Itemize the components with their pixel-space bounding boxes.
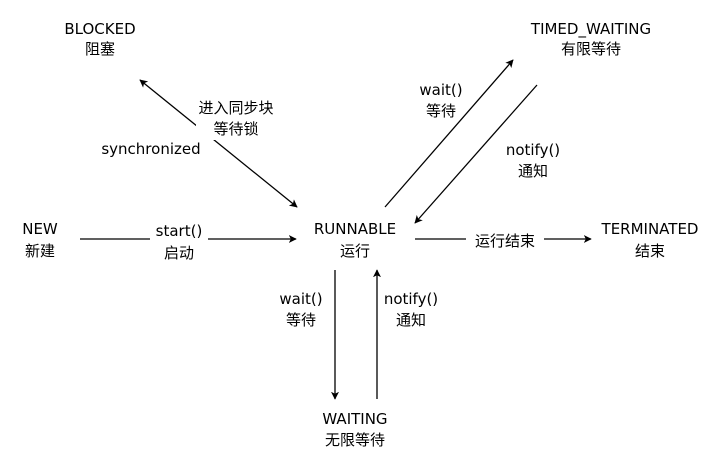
state-label: 结束 bbox=[635, 242, 665, 260]
label-line1: notify() bbox=[506, 141, 560, 159]
state-blocked: BLOCKED 阻塞 bbox=[64, 20, 135, 58]
state-label: 运行 bbox=[340, 242, 370, 260]
label-line2: 等待 bbox=[426, 102, 456, 120]
state-label: 阻塞 bbox=[85, 40, 115, 58]
label-text: 运行结束 bbox=[475, 232, 535, 250]
state-name: RUNNABLE bbox=[314, 220, 396, 238]
label-line1: start() bbox=[156, 222, 203, 240]
label-notify: notify() 通知 bbox=[384, 290, 438, 329]
label-line1: wait() bbox=[279, 290, 322, 308]
state-runnable: RUNNABLE 运行 bbox=[314, 220, 396, 260]
label-line2: 等待 bbox=[286, 311, 316, 329]
state-label: 新建 bbox=[25, 242, 55, 260]
label-line1: wait() bbox=[419, 81, 462, 99]
label-line1: notify() bbox=[384, 290, 438, 308]
label-timed-notify: notify() 通知 bbox=[500, 138, 566, 180]
label-line1: 进入同步块 bbox=[198, 99, 273, 117]
arrow-runnable-timed-waiting bbox=[384, 59, 514, 208]
state-name: TERMINATED bbox=[601, 220, 699, 238]
label-start: start() 启动 bbox=[150, 222, 208, 262]
state-label: 无限等待 bbox=[325, 431, 385, 449]
state-name: WAITING bbox=[322, 410, 387, 428]
arrow-timed-waiting-runnable bbox=[414, 84, 538, 224]
state-terminated: TERMINATED 结束 bbox=[601, 220, 699, 260]
label-line2: 通知 bbox=[518, 162, 548, 180]
label-run-end: 运行结束 bbox=[466, 230, 544, 250]
state-name: BLOCKED bbox=[64, 20, 135, 38]
label-synchronized: synchronized bbox=[101, 140, 200, 158]
label-line2: 等待锁 bbox=[213, 120, 258, 138]
label-line2: 启动 bbox=[164, 244, 194, 262]
state-new: NEW 新建 bbox=[22, 220, 58, 260]
state-timed-waiting: TIMED_WAITING 有限等待 bbox=[530, 20, 651, 58]
label-timed-wait: wait() 等待 bbox=[419, 81, 462, 120]
state-name: TIMED_WAITING bbox=[530, 20, 651, 39]
label-enter-sync-block: 进入同步块 等待锁 bbox=[196, 96, 276, 140]
label-wait: wait() 等待 bbox=[279, 290, 322, 329]
state-waiting: WAITING 无限等待 bbox=[322, 410, 387, 449]
state-name: NEW bbox=[22, 220, 58, 238]
state-label: 有限等待 bbox=[561, 40, 621, 58]
arrow-blocked-runnable bbox=[139, 79, 298, 208]
label-line2: 通知 bbox=[396, 311, 426, 329]
